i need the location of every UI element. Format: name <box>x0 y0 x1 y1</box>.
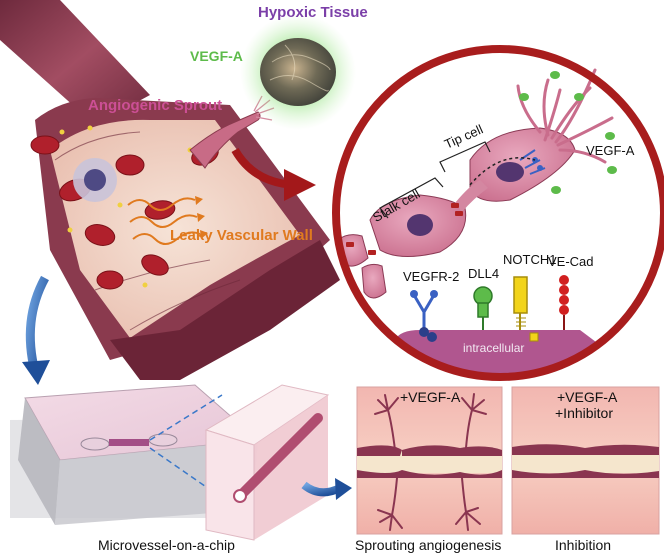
hypoxic-tissue-label: Hypoxic Tissue <box>258 4 368 21</box>
right-arrow-head <box>335 478 352 500</box>
caption-sprouting: Sprouting angiogenesis <box>355 537 502 553</box>
notch1-label: NOTCH1 <box>503 252 557 267</box>
channel-block <box>204 384 330 541</box>
vecad-label: VE-Cad <box>548 254 594 269</box>
zoom-arrow <box>231 147 316 201</box>
panel-inhib-label-1: +VEGF-A <box>557 389 618 405</box>
caption-inhibition: Inhibition <box>555 537 612 553</box>
panel-vegf-label: +VEGF-A <box>400 389 461 405</box>
zoom-lines <box>149 394 226 501</box>
chip-illustration <box>10 384 260 525</box>
hypoxic-tissue-icon <box>240 14 356 130</box>
panel-inhib-label-2: +Inhibitor <box>555 405 613 421</box>
receptor-dll4 <box>473 286 493 330</box>
leaky-wall-label: Leaky Vascular Wall <box>170 227 313 244</box>
angiogenic-sprout-label: Angiogenic Sprout <box>88 97 223 114</box>
intracellular-label: intracellular <box>463 341 525 355</box>
vegf-a-label-inset: VEGF-A <box>586 143 635 158</box>
down-arrow <box>25 275 49 374</box>
inset-zoom-circle <box>332 45 664 381</box>
receptor-vegfr2 <box>410 290 438 342</box>
dll4-label: DLL4 <box>468 266 500 281</box>
blood-vessel-illustration <box>0 0 340 380</box>
vegf-a-label-top: VEGF-A <box>190 48 243 64</box>
down-arrow-head <box>22 360 50 385</box>
receptor-notch1 <box>513 276 539 342</box>
receptor-vecad <box>559 275 569 330</box>
panel-inhibition <box>511 386 660 535</box>
vegfr2-label: VEGFR-2 <box>403 269 460 284</box>
panel-sprouting <box>356 386 503 535</box>
caption-chip: Microvessel-on-a-chip <box>98 537 235 553</box>
